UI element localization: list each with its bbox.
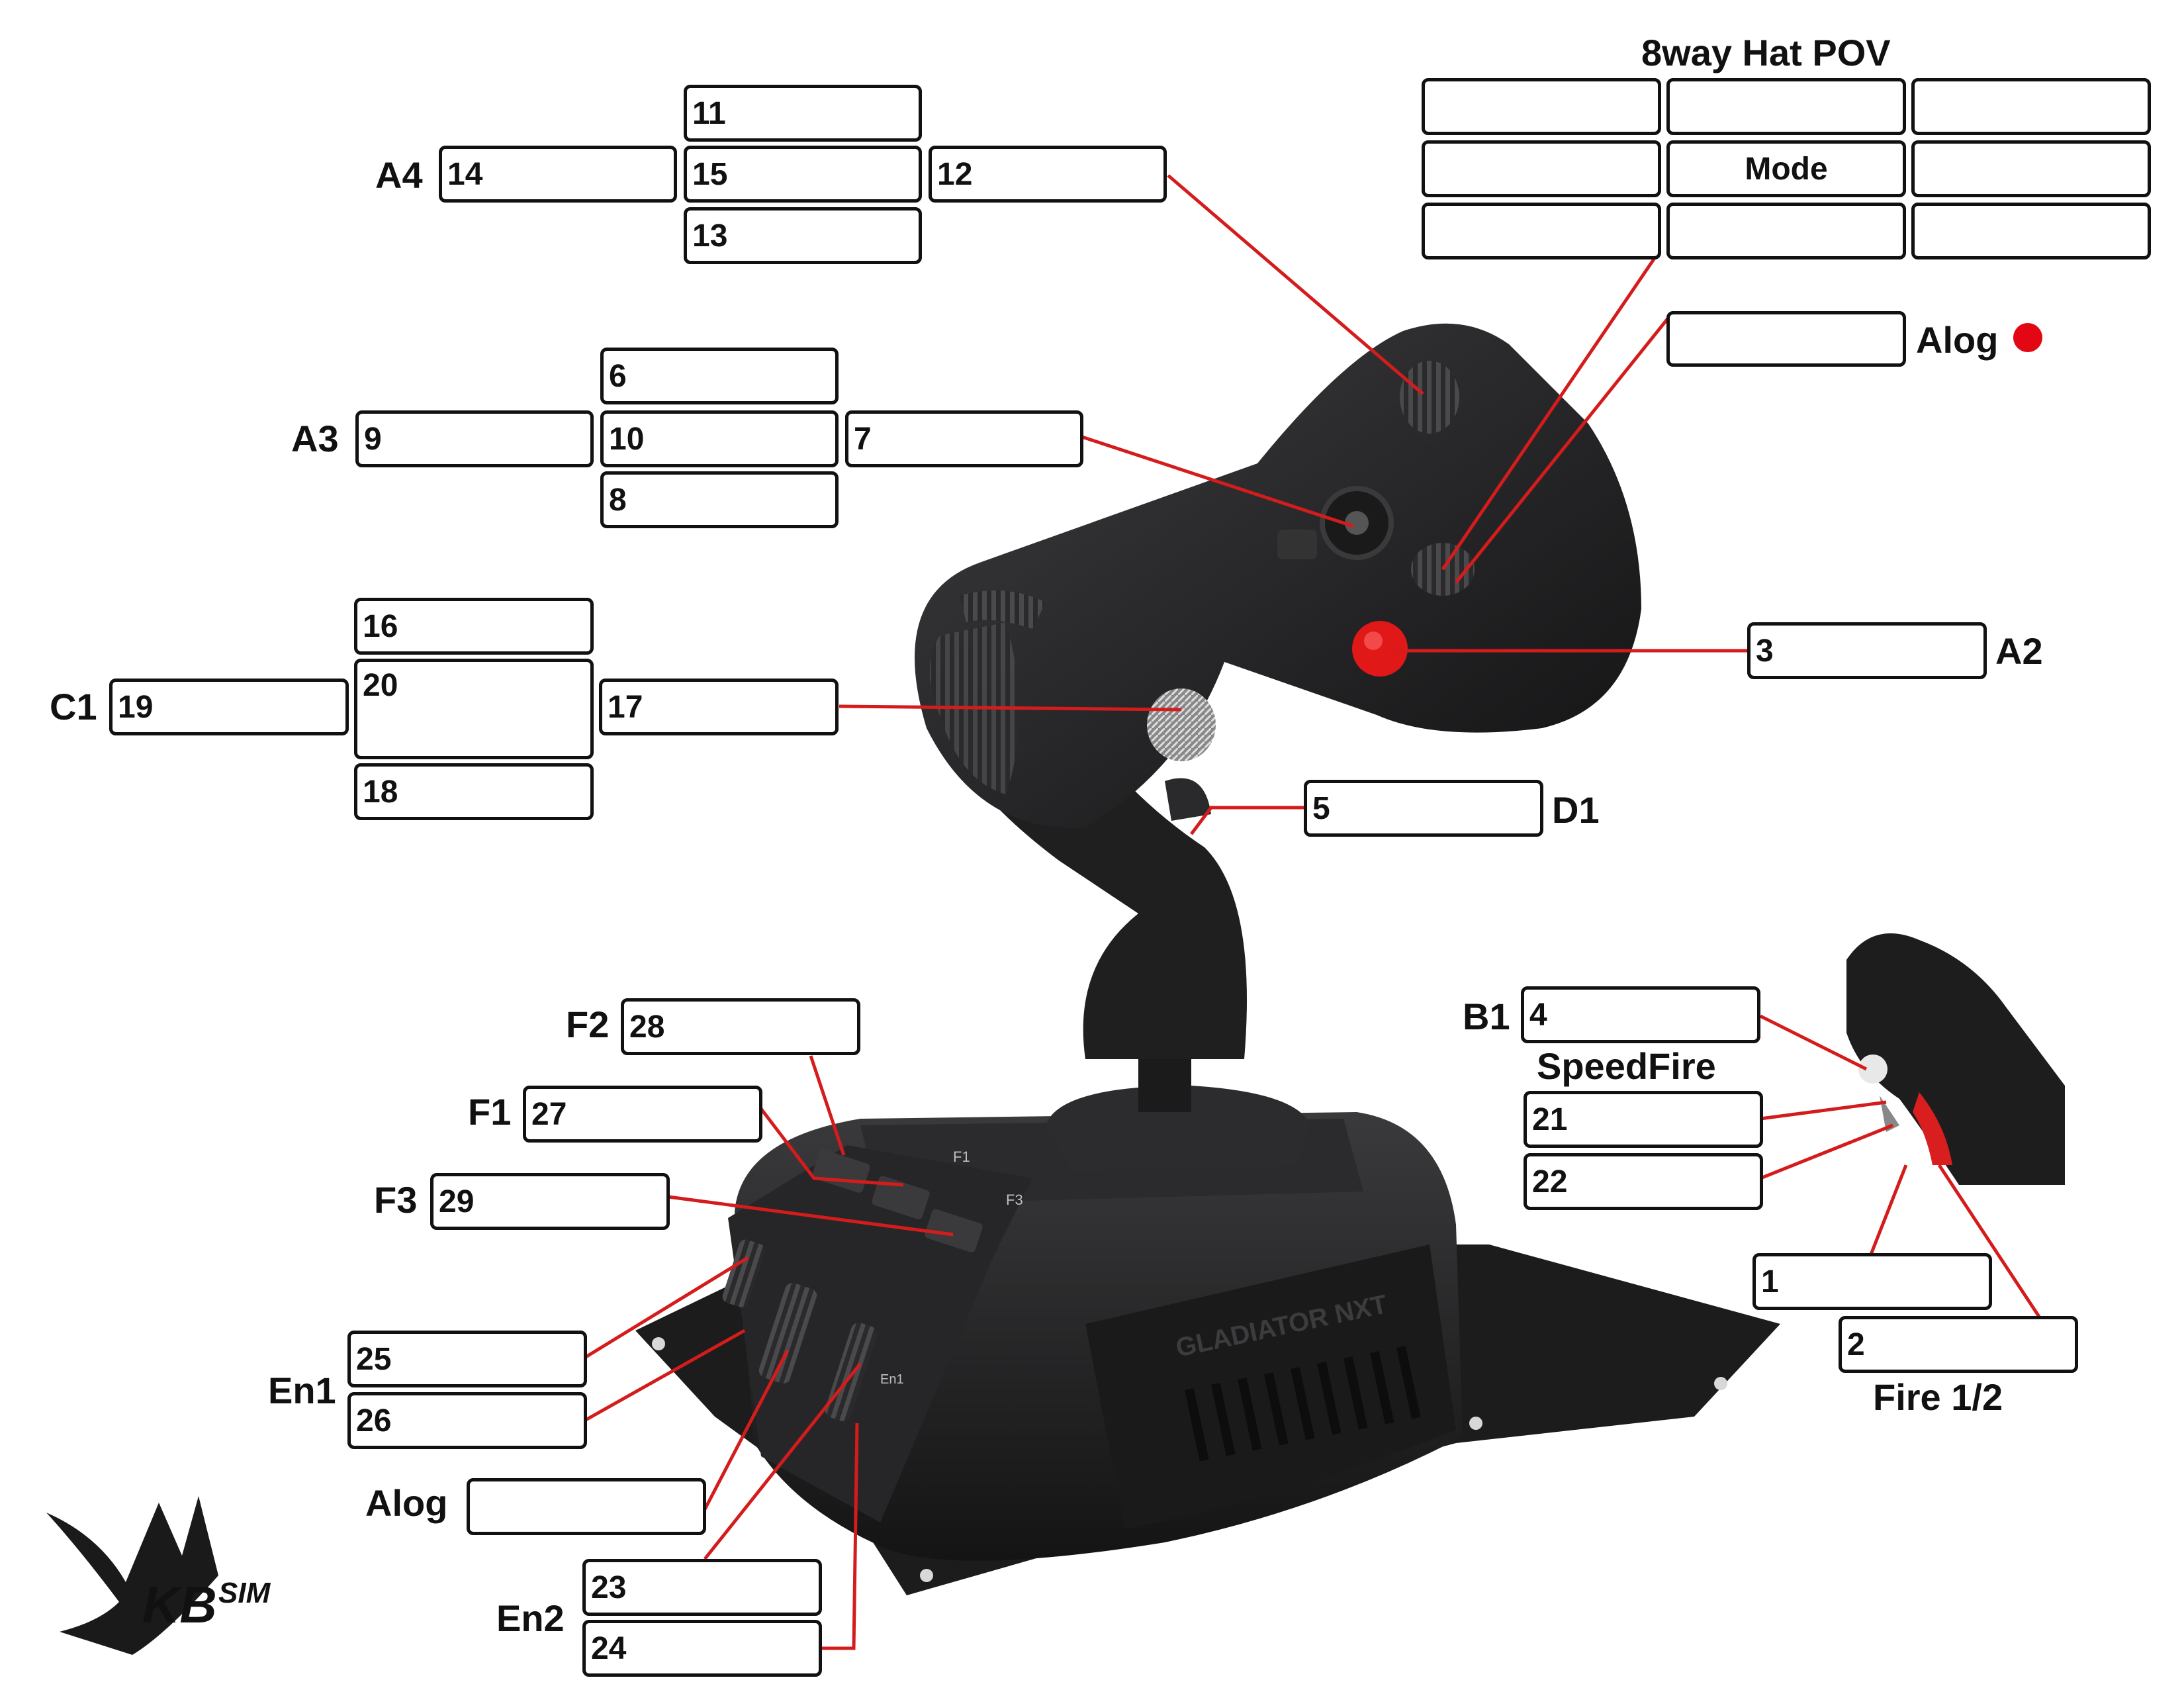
hat-pov-title: 8way Hat POV [1641, 32, 1891, 73]
hat-pov-mode-cell[interactable]: Mode [1666, 140, 1906, 197]
en2-field-1[interactable]: 23 [582, 1559, 822, 1616]
leader-lines [584, 174, 2044, 1650]
hat-pov-cell[interactable] [1666, 203, 1906, 259]
hat-pov-cell[interactable] [1422, 78, 1661, 135]
a3-left-field[interactable]: 9 [355, 410, 594, 467]
a3-down-field[interactable]: 8 [600, 471, 839, 528]
button-mark-f3: F3 [1006, 1192, 1023, 1208]
alog-bottom-label: Alog [365, 1482, 448, 1524]
base-control-panel: F3 F1 En1 [722, 1145, 1032, 1523]
c1-center-field[interactable]: 20 [354, 659, 594, 759]
hat-pov-cell[interactable] [1422, 203, 1661, 259]
analog-indicator-dot [2013, 323, 2042, 352]
a4-center-field[interactable]: 15 [684, 146, 922, 203]
logo-text: KB [142, 1575, 217, 1634]
a2-label: A2 [1995, 630, 2043, 672]
c1-up-field[interactable]: 16 [354, 598, 594, 655]
a4-label: A4 [375, 154, 423, 196]
f3-field[interactable]: 29 [430, 1173, 670, 1230]
a4-down-field[interactable]: 13 [684, 207, 922, 264]
a3-label: A3 [291, 418, 339, 459]
d1-label: D1 [1552, 789, 1600, 831]
speedfire-caption: SpeedFire [1537, 1045, 1716, 1087]
c1-label: C1 [50, 686, 97, 727]
fire-field-2[interactable]: 2 [1839, 1316, 2078, 1373]
a4-left-field[interactable]: 14 [439, 146, 677, 203]
en2-label: En2 [496, 1597, 565, 1639]
hat-pov-cell[interactable] [1911, 78, 2151, 135]
en1-field-2[interactable]: 26 [347, 1392, 587, 1449]
hat-pov-cell[interactable] [1422, 140, 1661, 197]
logo-subtext: SIM [218, 1577, 271, 1609]
b1-field[interactable]: 4 [1521, 986, 1760, 1043]
a3-up-field[interactable]: 6 [600, 348, 839, 404]
fire-caption: Fire 1/2 [1873, 1376, 2003, 1418]
alog-top-field[interactable] [1666, 311, 1906, 367]
a2-field[interactable]: 3 [1747, 622, 1987, 679]
fire-field-1[interactable]: 1 [1752, 1253, 1992, 1310]
a3-right-field[interactable]: 7 [845, 410, 1083, 467]
trigger-inset-image [1846, 933, 2065, 1185]
en1-field-1[interactable]: 25 [347, 1331, 587, 1387]
f2-label: F2 [566, 1004, 610, 1045]
b1-label: B1 [1463, 996, 1510, 1037]
alog-bottom-field[interactable] [467, 1478, 706, 1535]
en1-label: En1 [268, 1370, 336, 1411]
en2-field-2[interactable]: 24 [582, 1620, 822, 1677]
f1-label: F1 [468, 1091, 512, 1133]
button-mark-f1: F1 [953, 1149, 970, 1165]
c1-down-field[interactable]: 18 [354, 763, 594, 820]
hat-pov-cell[interactable] [1911, 203, 2151, 259]
a3-center-field[interactable]: 10 [600, 410, 839, 467]
hat-pov-cell[interactable] [1666, 78, 1906, 135]
f3-label: F3 [374, 1179, 418, 1221]
speedfire-field-1[interactable]: 21 [1524, 1091, 1763, 1148]
f2-field[interactable]: 28 [621, 998, 860, 1055]
c1-left-field[interactable]: 19 [109, 679, 349, 735]
a4-right-field[interactable]: 12 [929, 146, 1167, 203]
wheel-mark-en1: En1 [880, 1372, 904, 1387]
speedfire-field-2[interactable]: 22 [1524, 1153, 1763, 1210]
d1-field[interactable]: 5 [1304, 780, 1543, 837]
hat-pov-cell[interactable] [1911, 140, 2151, 197]
alog-top-label: Alog [1916, 319, 1999, 361]
f1-field[interactable]: 27 [523, 1086, 762, 1143]
c1-right-field[interactable]: 17 [599, 679, 839, 735]
a4-up-field[interactable]: 11 [684, 85, 922, 142]
